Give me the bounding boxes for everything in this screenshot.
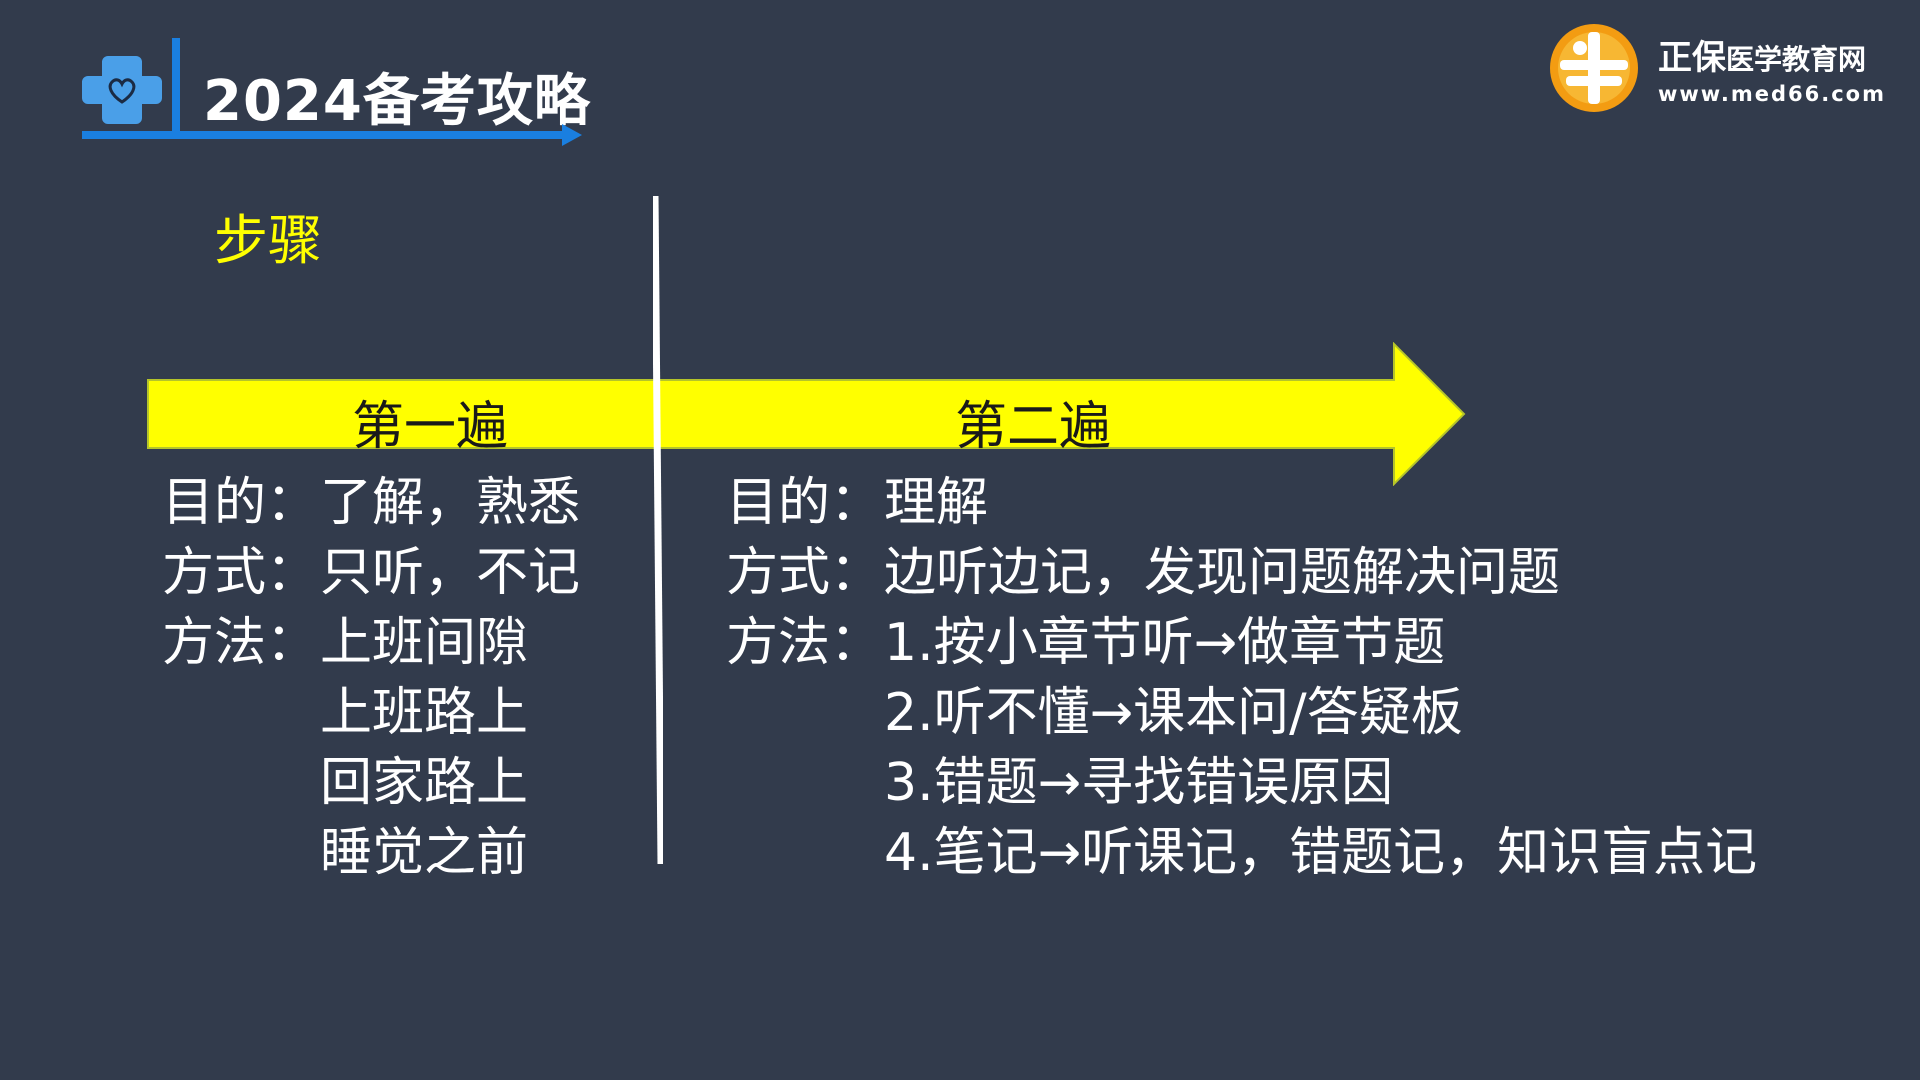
- stage2-method-item: 3.错题→寻找错误原因: [884, 753, 1394, 813]
- stage1-mode-key: 方式：: [162, 543, 319, 603]
- medical-cross-icon: [82, 56, 162, 124]
- brand-name: 正保医学教育网: [1658, 38, 1867, 78]
- stage-divider: [653, 196, 663, 864]
- stage1-method-item: 回家路上: [320, 753, 529, 813]
- stage2-purpose-key: 目的：: [726, 473, 883, 533]
- stage1-method-row: 回家路上: [162, 748, 580, 818]
- stage2-mode-value: 边听边记，发现问题解决问题: [884, 543, 1561, 603]
- stage2-method-key: 方法：: [726, 613, 883, 673]
- stage2-method-row: 方法：1.按小章节听→做章节题: [726, 608, 1757, 678]
- header-divider-bar: [172, 38, 180, 134]
- stage2-method-item: 2.听不懂→课本问/答疑板: [884, 683, 1463, 743]
- brand-emblem-icon: [1550, 24, 1638, 112]
- stage2-details: 目的：理解 方式：边听边记，发现问题解决问题 方法：1.按小章节听→做章节题 2…: [726, 468, 1757, 888]
- stage1-purpose-row: 目的：了解，熟悉: [162, 468, 580, 538]
- stage2-mode-row: 方式：边听边记，发现问题解决问题: [726, 538, 1757, 608]
- timeline-arrow: [147, 342, 1466, 486]
- stage2-method-row: 4.笔记→听课记，错题记，知识盲点记: [726, 818, 1757, 888]
- header-underline-arrow: [82, 124, 582, 146]
- stage1-label: 第一遍: [352, 397, 509, 457]
- page-title: 2024备考攻略: [203, 69, 591, 134]
- stage2-method-row: 2.听不懂→课本问/答疑板: [726, 678, 1757, 748]
- stage1-mode-row: 方式：只听，不记: [162, 538, 580, 608]
- brand-url: www.med66.com: [1658, 82, 1886, 106]
- stage2-method-row: 3.错题→寻找错误原因: [726, 748, 1757, 818]
- stage2-method-item: 1.按小章节听→做章节题: [884, 613, 1446, 673]
- stage1-method-item: 上班间隙: [320, 613, 529, 673]
- stage2-label: 第二遍: [955, 397, 1112, 457]
- stage1-purpose-value: 了解，熟悉: [320, 473, 581, 533]
- stage2-purpose-row: 目的：理解: [726, 468, 1757, 538]
- stage1-method-row: 方法：上班间隙: [162, 608, 580, 678]
- stage1-method-row: 上班路上: [162, 678, 580, 748]
- brand-logo: 正保医学教育网 www.med66.com: [1548, 22, 1898, 122]
- stage2-mode-key: 方式：: [726, 543, 883, 603]
- stage1-method-key: 方法：: [162, 613, 319, 673]
- section-label: 步骤: [214, 209, 322, 272]
- stage2-method-item: 4.笔记→听课记，错题记，知识盲点记: [884, 823, 1758, 883]
- stage1-mode-value: 只听，不记: [320, 543, 581, 603]
- stage1-method-row: 睡觉之前: [162, 818, 580, 888]
- stage1-purpose-key: 目的：: [162, 473, 319, 533]
- stage1-details: 目的：了解，熟悉 方式：只听，不记 方法：上班间隙 上班路上 回家路上 睡觉之前: [162, 468, 580, 888]
- stage1-method-item: 上班路上: [320, 683, 529, 743]
- stage2-purpose-value: 理解: [884, 473, 989, 533]
- stage1-method-item: 睡觉之前: [320, 823, 529, 883]
